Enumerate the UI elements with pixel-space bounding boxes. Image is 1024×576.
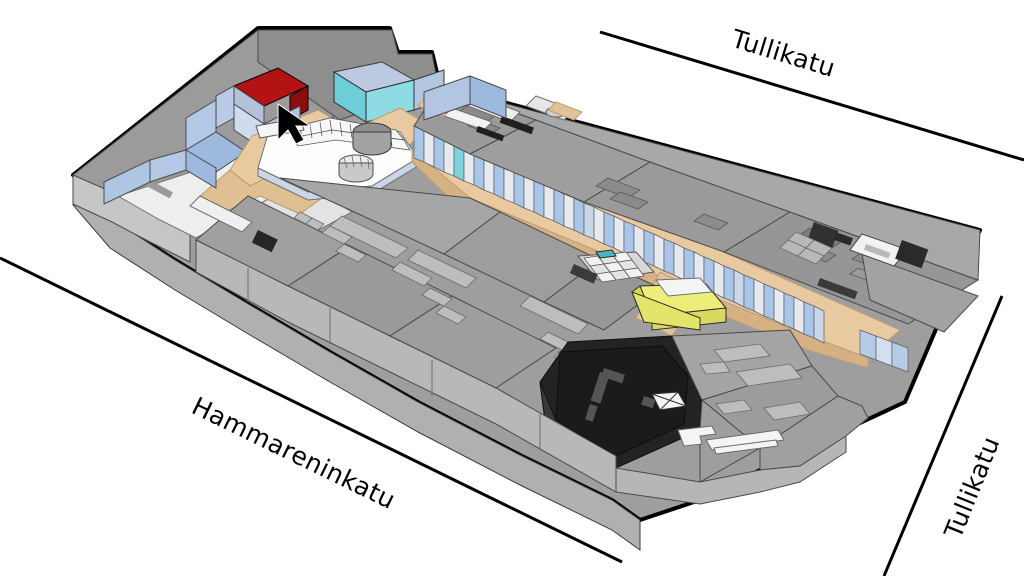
roof-corridor-tan-north: [547, 101, 583, 121]
roof-dark-slot-2: [475, 125, 505, 142]
service-box-x-cross: [651, 391, 687, 411]
roof-se-white-features: [677, 425, 785, 455]
street-right-line: [882, 295, 1004, 576]
street-top-line: [599, 30, 1024, 162]
ramp-white-landing: [655, 277, 714, 297]
roof-east-grid: [779, 231, 833, 265]
mouse-cursor-icon[interactable]: [277, 103, 312, 145]
north-left-glass-volumes: [423, 75, 507, 121]
southwest-glass-bands: [103, 149, 217, 205]
roof-east-end: [861, 253, 979, 333]
building-sw-wall: [72, 173, 641, 551]
roof-se-skirt: [615, 435, 847, 505]
tech-cluster-boxes: [583, 251, 645, 283]
east-glass-wall: [859, 329, 909, 373]
spiral-stair-body: [338, 162, 374, 183]
wall-seams-south: [247, 268, 541, 450]
tech-cluster-dark-bar: [569, 264, 598, 284]
roof-se-skylights: [699, 343, 811, 421]
roof-east-dark-bar: [833, 232, 853, 246]
roof-east-dark-bar-2: [817, 278, 858, 300]
rotunda-cylinder-body: [352, 131, 392, 156]
spine-glass-facade-north: [413, 125, 825, 344]
roof-north-strip: [439, 85, 981, 281]
wall-face-south-mid: [195, 239, 617, 493]
roof-dark-block-sw: [251, 229, 278, 253]
yellow-ramp-wedge: [631, 291, 701, 331]
plinth-detail-1: [146, 179, 173, 199]
spiral-stair-treads: [343, 155, 370, 170]
roof-white-pad-sw: [189, 195, 253, 233]
black-roof-details: [585, 368, 656, 422]
roof-dark-slot-1: [499, 116, 534, 135]
roof-east-white-slot: [863, 244, 891, 259]
roof-east-dark-box: [895, 240, 929, 269]
street-bottom-left-line: [0, 256, 623, 564]
tech-cluster-teal: [595, 249, 617, 259]
